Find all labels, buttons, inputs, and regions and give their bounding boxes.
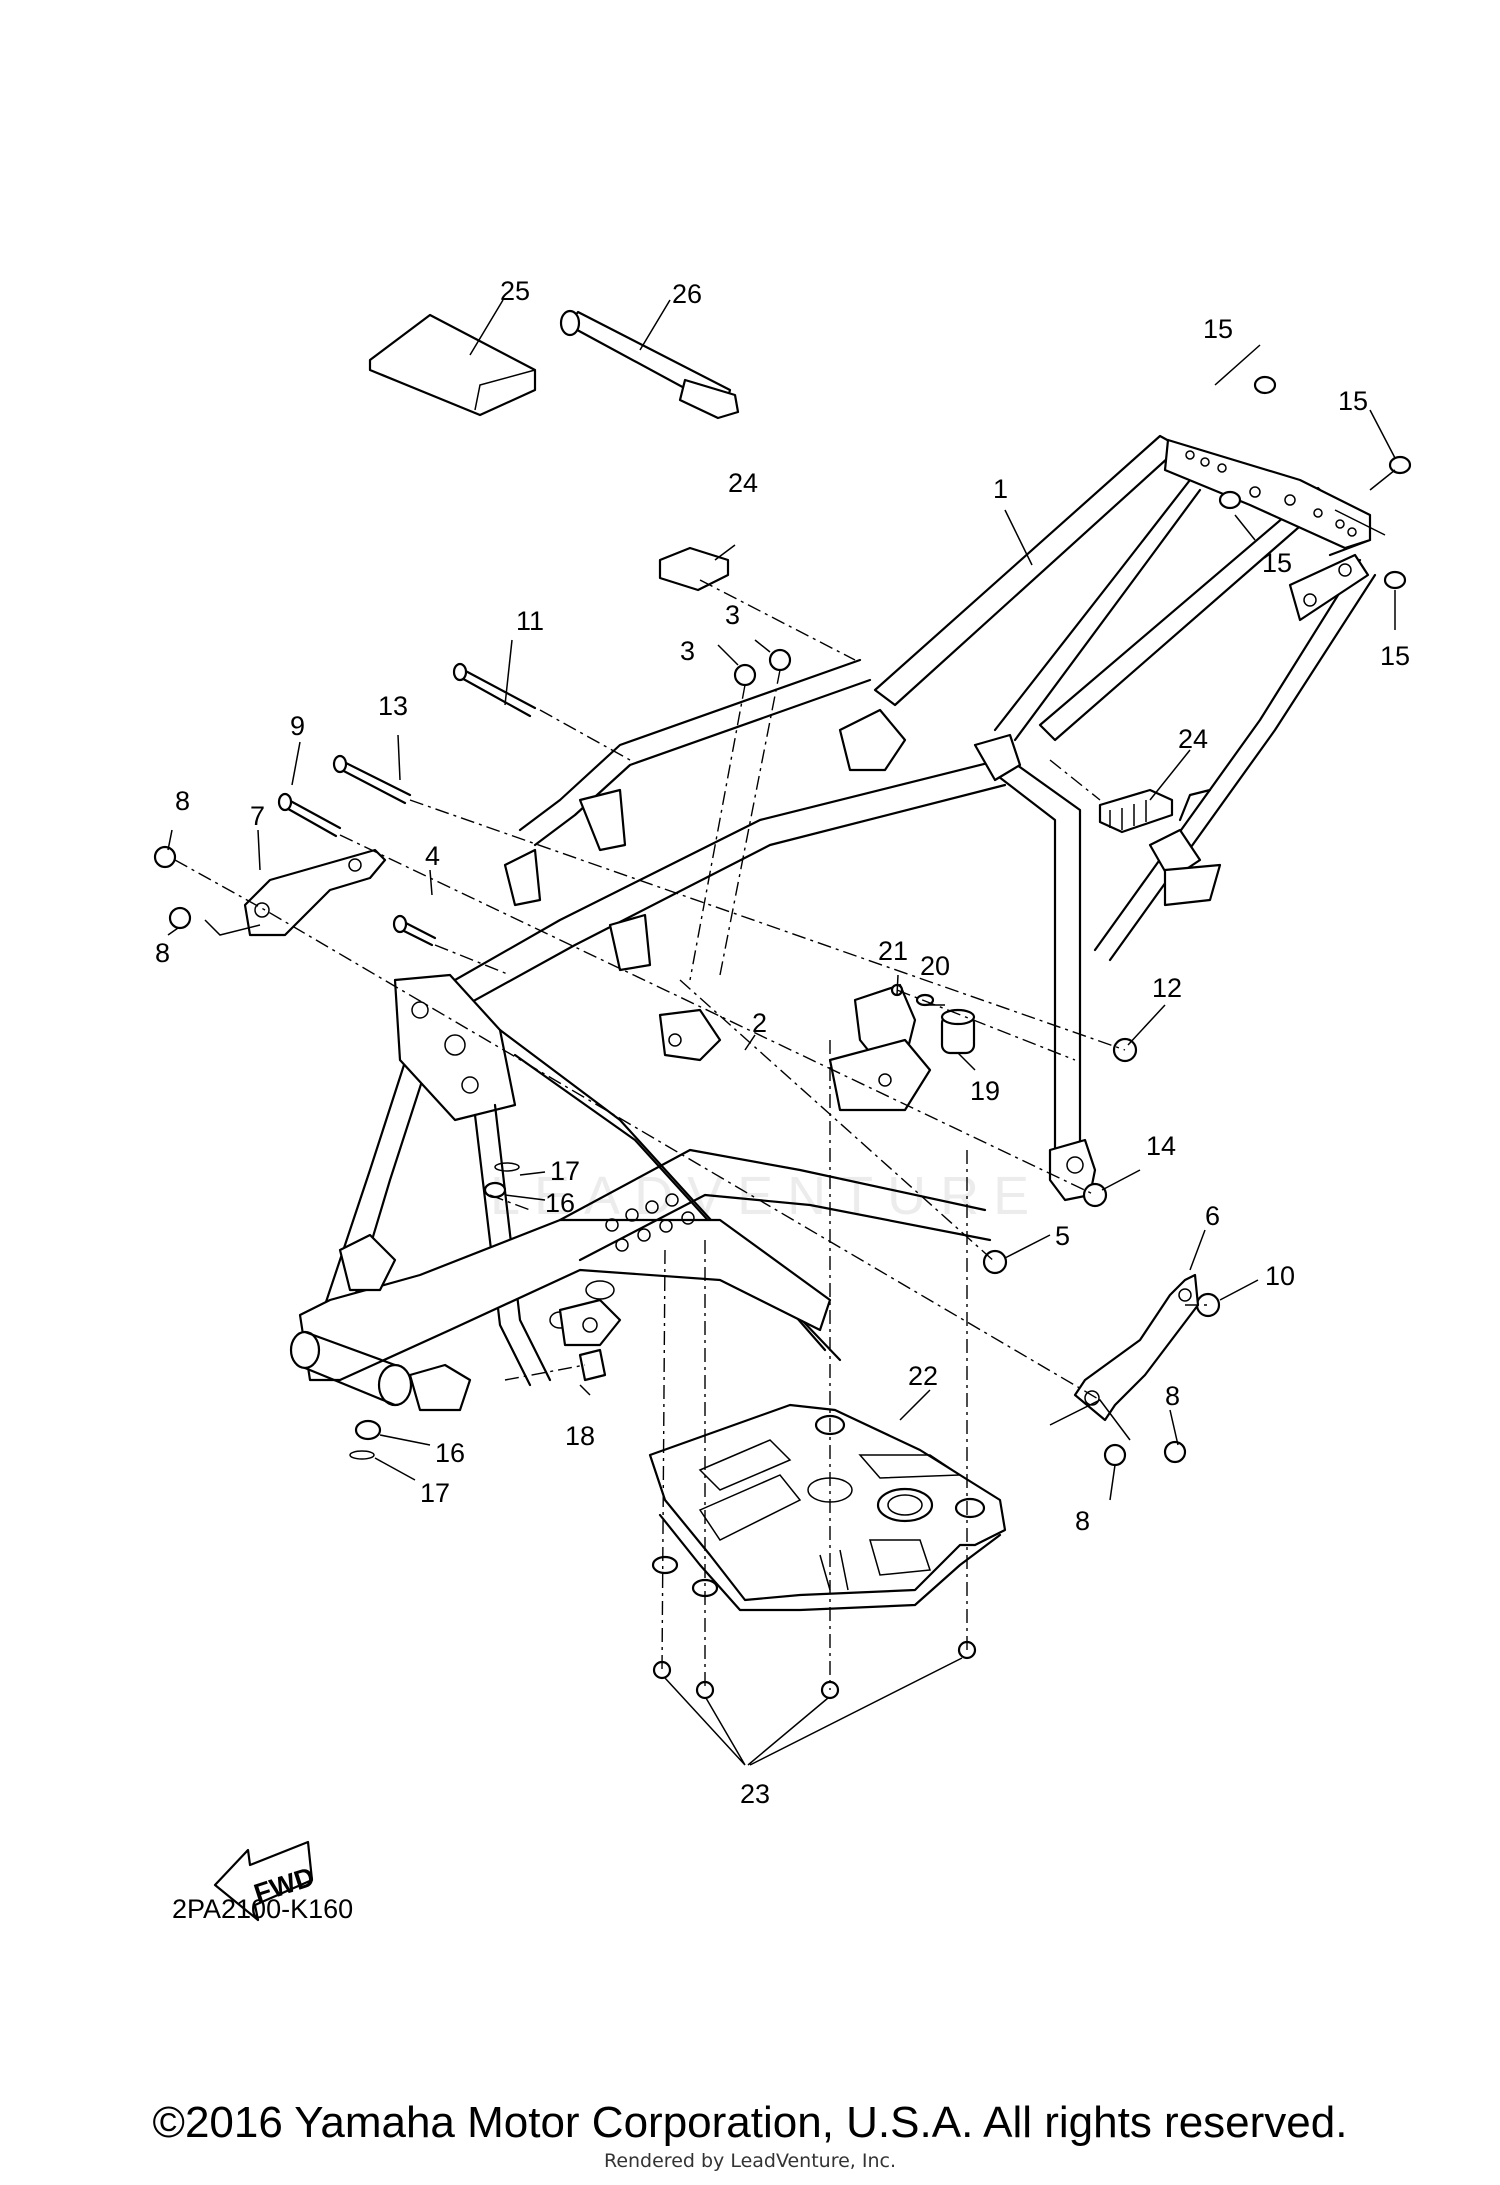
label-16b: 16 (435, 1438, 465, 1468)
label-11: 11 (516, 606, 544, 636)
frame-assembly (289, 434, 1377, 1412)
label-15c: 15 (1262, 548, 1292, 578)
skid-plate (648, 1403, 1007, 1612)
label-4: 4 (425, 841, 440, 871)
label-6: 6 (1205, 1201, 1220, 1231)
label-22: 22 (908, 1361, 938, 1391)
label-17a: 17 (550, 1156, 580, 1186)
fasteners (153, 375, 1412, 1700)
label-17b: 17 (420, 1478, 450, 1508)
copyright-footer: ©2016 Yamaha Motor Corporation, U.S.A. A… (152, 2098, 1348, 2147)
label-18: 18 (565, 1421, 595, 1451)
label-10: 10 (1265, 1261, 1295, 1291)
diagram-code: 2PA2100-K160 (172, 1894, 353, 1924)
label-8b: 8 (155, 938, 170, 968)
part-25-bag (368, 313, 537, 417)
label-16a: 16 (545, 1188, 575, 1218)
label-7: 7 (250, 801, 265, 831)
label-8a: 8 (175, 786, 190, 816)
label-21: 21 (878, 936, 908, 966)
rendered-by-footer: Rendered by LeadVenture, Inc. (603, 2150, 897, 2172)
label-14: 14 (1146, 1131, 1176, 1161)
label-13: 13 (378, 691, 408, 721)
label-15a: 15 (1203, 314, 1233, 344)
label-19: 19 (970, 1076, 1000, 1106)
label-12: 12 (1152, 973, 1182, 1003)
part-26-tool (559, 309, 740, 420)
watermark-text: LEADVENTURE (490, 1166, 1044, 1226)
label-3a: 3 (680, 636, 695, 666)
part-24-blocks (658, 546, 1174, 834)
bracket-7 (243, 848, 387, 937)
label-24a: 24 (728, 468, 758, 498)
label-25: 25 (500, 276, 530, 306)
label-23: 23 (740, 1779, 770, 1809)
label-5: 5 (1055, 1221, 1070, 1251)
label-26: 26 (672, 279, 702, 309)
label-15b: 15 (1338, 386, 1368, 416)
label-1: 1 (993, 474, 1008, 504)
bracket-6 (1073, 1273, 1200, 1422)
assembly-center-lines (174, 469, 1396, 1690)
rear-plate-holes (1185, 450, 1357, 537)
leader-lines (167, 299, 1396, 1766)
label-15d: 15 (1380, 641, 1410, 671)
label-20: 20 (920, 951, 950, 981)
label-8d: 8 (1075, 1506, 1090, 1536)
cradle-holes (549, 1193, 695, 1329)
part-labels: 1 2 3 3 4 5 6 7 8 8 8 8 9 10 11 12 13 14… (155, 276, 1410, 1809)
label-8c: 8 (1165, 1381, 1180, 1411)
label-2: 2 (752, 1008, 767, 1038)
label-24b: 24 (1178, 724, 1208, 754)
label-3b: 3 (725, 600, 740, 630)
label-9: 9 (290, 711, 305, 741)
